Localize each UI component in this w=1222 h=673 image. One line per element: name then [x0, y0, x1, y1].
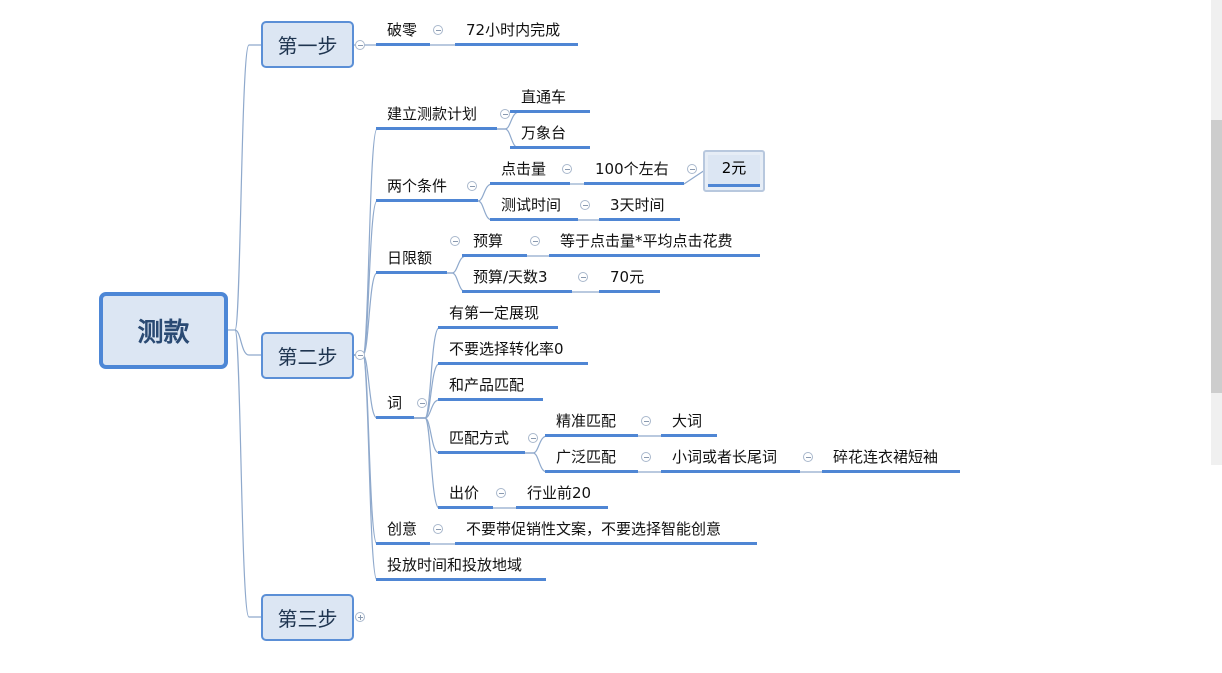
node-w2[interactable]: 不要选择转化率0	[438, 338, 588, 365]
collapse-icon[interactable]	[433, 25, 443, 35]
root-topic[interactable]: 测款	[99, 292, 228, 369]
node-label: 小词或者长尾词	[672, 448, 778, 466]
node-big-word[interactable]: 大词	[661, 410, 717, 437]
collapse-icon[interactable]	[450, 236, 460, 246]
node-per-day[interactable]: 预算/天数3	[462, 266, 572, 293]
node-budget-formula[interactable]: 等于点击量*平均点击花费	[549, 230, 760, 257]
collapse-icon[interactable]	[355, 40, 365, 50]
node-label: 测试时间	[501, 196, 562, 214]
node-label: 精准匹配	[556, 412, 617, 430]
connector	[414, 363, 440, 419]
node-label: 点击量	[501, 160, 547, 178]
node-w1[interactable]: 有第一定展现	[438, 302, 558, 329]
node-conditions[interactable]: 两个条件	[376, 175, 478, 202]
connector	[234, 329, 261, 356]
connector	[414, 417, 440, 454]
node-long-tail[interactable]: 小词或者长尾词	[661, 446, 800, 473]
step-2-topic[interactable]: 第二步	[261, 332, 354, 379]
node-label: 预算/天数3	[473, 268, 548, 286]
connector	[353, 354, 378, 581]
connector	[525, 452, 548, 473]
price-label: 2元	[708, 155, 760, 187]
node-example[interactable]: 碎花连衣裙短袖	[822, 446, 960, 473]
node-clicks[interactable]: 点击量	[490, 158, 570, 185]
collapse-icon[interactable]	[433, 524, 443, 534]
node-label: 两个条件	[387, 177, 448, 195]
node-label: 72小时内完成	[466, 21, 561, 39]
step-1-topic[interactable]: 第一步	[261, 21, 354, 68]
collapse-icon[interactable]	[687, 164, 697, 174]
node-label: 行业前20	[527, 484, 592, 502]
collapse-icon[interactable]	[803, 452, 813, 462]
collapse-icon[interactable]	[562, 164, 572, 174]
collapse-icon[interactable]	[580, 200, 590, 210]
node-label: 建立测款计划	[387, 105, 478, 123]
node-label: 不要带促销性文案，不要选择智能创意	[466, 520, 722, 538]
node-match[interactable]: 匹配方式	[438, 427, 525, 454]
scrollbar-thumb[interactable]	[1211, 120, 1222, 393]
node-exact[interactable]: 精准匹配	[545, 410, 638, 437]
node-ztc[interactable]: 直通车	[510, 86, 590, 113]
node-label: 词	[387, 394, 403, 412]
node-label: 破零	[387, 21, 418, 39]
node-words[interactable]: 词	[376, 392, 414, 419]
node-70[interactable]: 70元	[599, 266, 660, 293]
node-label: 和产品匹配	[449, 376, 525, 394]
node-label: 70元	[610, 268, 645, 286]
node-label: 匹配方式	[449, 429, 510, 447]
node-creative[interactable]: 创意	[376, 518, 430, 545]
node-top20[interactable]: 行业前20	[516, 482, 608, 509]
connector	[683, 169, 706, 185]
node-label: 预算	[473, 232, 504, 250]
connector	[234, 44, 261, 331]
connector	[353, 128, 378, 356]
node-label: 出价	[449, 484, 480, 502]
connector	[414, 417, 440, 509]
collapse-icon[interactable]	[355, 350, 365, 360]
node-delivery[interactable]: 投放时间和投放地域	[376, 554, 546, 581]
collapse-icon[interactable]	[417, 398, 427, 408]
collapse-icon[interactable]	[530, 236, 540, 246]
node-3days[interactable]: 3天时间	[599, 194, 680, 221]
node-label: 有第一定展现	[449, 304, 540, 322]
node-wxt[interactable]: 万象台	[510, 122, 590, 149]
node-label: 创意	[387, 520, 418, 538]
expand-icon[interactable]	[355, 612, 365, 622]
node-budget[interactable]: 预算	[462, 230, 527, 257]
collapse-icon[interactable]	[578, 272, 588, 282]
node-label: 万象台	[521, 124, 567, 142]
node-bid[interactable]: 出价	[438, 482, 493, 509]
node-label: 日限额	[387, 249, 433, 267]
collapse-icon[interactable]	[641, 452, 651, 462]
collapse-icon[interactable]	[496, 488, 506, 498]
node-broad[interactable]: 广泛匹配	[545, 446, 638, 473]
node-100[interactable]: 100个左右	[584, 158, 684, 185]
node-label: 广泛匹配	[556, 448, 617, 466]
node-pozero[interactable]: 破零	[376, 19, 430, 46]
step-3-topic[interactable]: 第三步	[261, 594, 354, 641]
node-test-time[interactable]: 测试时间	[490, 194, 578, 221]
node-label: 等于点击量*平均点击花费	[560, 232, 733, 250]
node-label: 碎花连衣裙短袖	[833, 448, 939, 466]
node-creative-rule[interactable]: 不要带促销性文案，不要选择智能创意	[455, 518, 757, 545]
connector	[234, 329, 261, 618]
node-72h[interactable]: 72小时内完成	[455, 19, 578, 46]
node-label: 100个左右	[595, 160, 669, 178]
collapse-icon[interactable]	[467, 181, 477, 191]
selected-topic-price[interactable]: 2元	[703, 150, 765, 192]
node-label: 大词	[672, 412, 703, 430]
scrollbar[interactable]	[1211, 0, 1222, 465]
collapse-icon[interactable]	[528, 433, 538, 443]
node-label: 直通车	[521, 88, 567, 106]
node-daily[interactable]: 日限额	[376, 247, 447, 274]
node-label: 投放时间和投放地域	[387, 556, 523, 574]
node-w3[interactable]: 和产品匹配	[438, 374, 543, 401]
connector	[353, 354, 378, 545]
node-label: 3天时间	[610, 196, 665, 214]
collapse-icon[interactable]	[500, 109, 510, 119]
collapse-icon[interactable]	[641, 416, 651, 426]
node-label: 不要选择转化率0	[449, 340, 564, 358]
node-plan[interactable]: 建立测款计划	[376, 103, 497, 130]
